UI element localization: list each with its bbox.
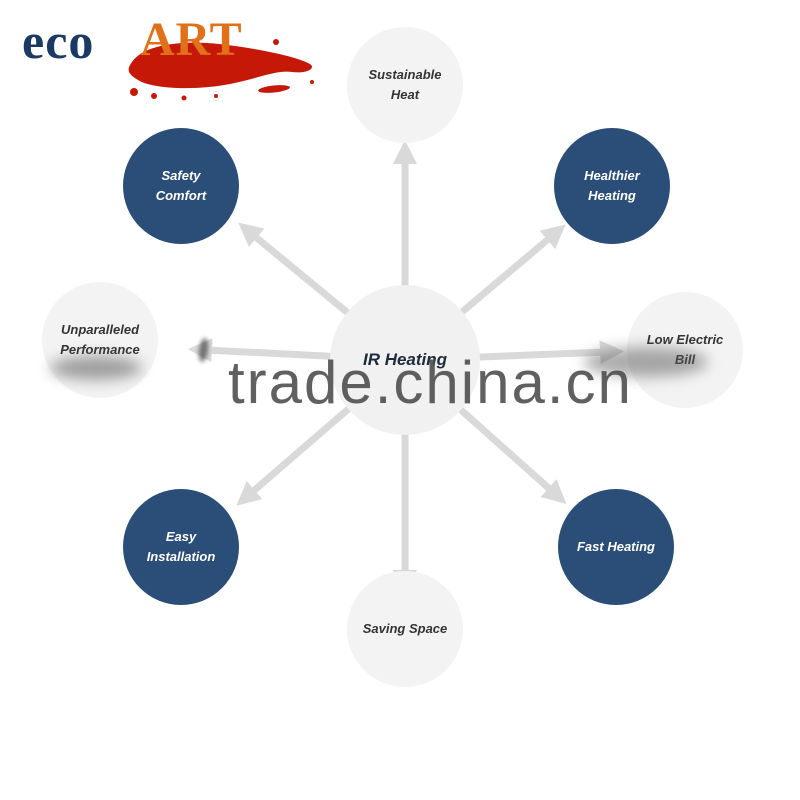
node-saving-space: Saving Space [347,571,463,687]
logo-eco-text: eco [22,13,95,69]
node-label: Easy Installation [146,528,216,564]
watermark-smear-left [50,356,142,380]
node-label: Unparalleled Performance [60,321,140,357]
center-node-label: IR Heating [362,349,448,369]
node-label: Saving Space [362,620,448,636]
logo-art-text: ART [140,13,243,66]
node-label: Safety Comfort [155,167,207,203]
node-sustainable-heat: Sustainable Heat [347,27,463,143]
node-label: Sustainable Heat [368,66,442,102]
center-node-ir-heating: IR Heating [330,285,480,435]
node-safety-comfort: Safety Comfort [123,128,239,244]
node-healthier-heating: Healthier Heating [554,128,670,244]
brand-logo: eco ART [20,10,320,101]
node-label: Healthier Heating [584,167,640,203]
node-fast-heating: Fast Heating [558,489,674,605]
node-label: Fast Heating [576,538,655,554]
node-easy-installation: Easy Installation [123,489,239,605]
node-unparalleled-performance: Unparalleled Performance [42,282,158,398]
watermark-text: trade.china.cn [228,349,633,416]
logo-paint-splash-icon [128,39,314,101]
